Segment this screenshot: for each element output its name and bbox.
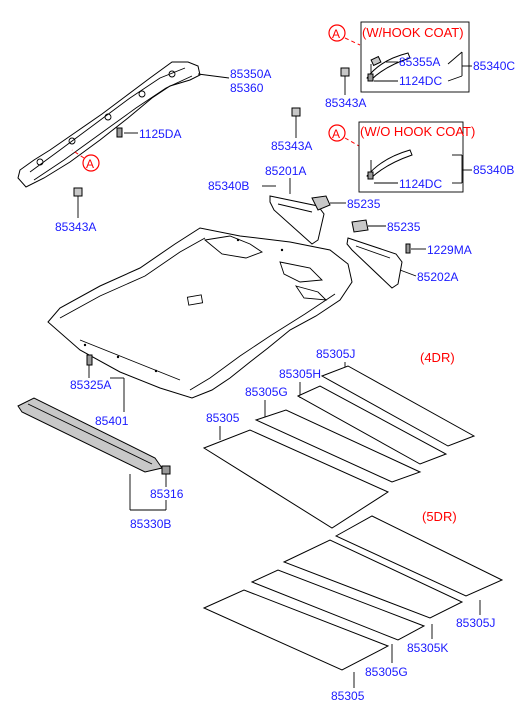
part-85235-bottom: 85235 xyxy=(387,220,421,234)
pad-85305j-4dr-icon xyxy=(320,365,476,447)
variant-4dr-label: (4DR) xyxy=(420,350,455,365)
hook-coat-callout: A (W/HOOK COAT) 85355A 1124DC 85340C xyxy=(328,21,515,93)
part-1124dc-bottom: 1124DC xyxy=(399,177,442,191)
callout-a-circle-bracket xyxy=(82,154,100,172)
hook-coat-icon xyxy=(370,55,382,67)
front-trim-icon xyxy=(17,397,163,473)
part-85305g-4dr: 85305G xyxy=(245,385,288,399)
part-85305j-5dr: 85305J xyxy=(456,616,495,630)
clip-icon xyxy=(73,187,83,197)
callout-a-letter: A xyxy=(332,27,340,41)
svg-text:A: A xyxy=(86,157,94,171)
grab-handle-icon xyxy=(366,52,411,81)
callout-a-circle-hook-coat xyxy=(328,24,346,42)
screw-icon xyxy=(116,127,123,138)
front-trim-group: 85325A 85401 85316 85330B xyxy=(17,354,184,531)
clip-icon xyxy=(340,67,350,77)
part-85305g-5dr: 85305G xyxy=(365,665,408,679)
headlining-panel-icon xyxy=(47,227,353,399)
clip-icon xyxy=(291,107,301,117)
part-85360: 85360 xyxy=(230,81,264,95)
part-1125da: 1125DA xyxy=(139,127,181,141)
hook-coat-box xyxy=(360,21,470,93)
screw-icon xyxy=(367,73,374,82)
sunvisor-group: 85201A 85340B 85235 85235 1229MA 85202A xyxy=(208,164,472,289)
part-85401: 85401 xyxy=(95,414,129,428)
part-85340b-right: 85340B xyxy=(473,163,514,177)
part-85343a-left: 85343A xyxy=(55,220,96,234)
pad-85305g-5dr-icon xyxy=(250,569,426,641)
variant-5dr-label: (5DR) xyxy=(422,509,457,524)
pads-5dr-group: (5DR) 85305J 85305K 85305G 85305 xyxy=(202,509,504,703)
part-85340c: 85340C xyxy=(473,59,515,73)
pad-85305h-icon xyxy=(296,385,448,465)
pads-4dr-group: (4DR) 85305J 85305H 85305G 85305 xyxy=(202,347,476,529)
sunvisor-clip-icon xyxy=(351,219,369,233)
pad-85305k-icon xyxy=(282,539,464,619)
pad-85305-4dr-icon xyxy=(202,429,390,529)
no-hook-coat-callout: A (W/O HOOK COAT) 1124DC 85340B xyxy=(328,121,514,193)
grab-handle-icon xyxy=(366,149,413,179)
part-85235-top: 85235 xyxy=(347,197,381,211)
variant-no-hook-coat-label: (W/O HOOK COAT) xyxy=(360,124,475,139)
svg-text:A: A xyxy=(332,127,340,141)
screw-icon xyxy=(367,171,374,180)
sunvisor-clip-icon xyxy=(311,195,331,211)
part-85305-4dr: 85305 xyxy=(206,411,240,425)
part-85343a-top: 85343A xyxy=(325,96,366,110)
part-85316: 85316 xyxy=(150,487,184,501)
part-85325a: 85325A xyxy=(70,378,111,392)
variant-hook-coat-label: (W/HOOK COAT) xyxy=(362,25,464,40)
part-1229ma: 1229MA xyxy=(427,243,472,257)
no-hook-coat-box xyxy=(358,121,464,193)
roof-bracket-icon xyxy=(17,61,201,188)
part-85350a: 85350A xyxy=(230,67,271,81)
part-85305j-4dr: 85305J xyxy=(316,347,355,361)
part-85305k: 85305K xyxy=(407,641,448,655)
pad-85305g-4dr-icon xyxy=(254,409,422,483)
dome-lamp-opening-icon xyxy=(186,294,204,306)
part-85305-5dr: 85305 xyxy=(331,689,365,703)
part-1124dc-top: 1124DC xyxy=(399,74,442,88)
clip-icon xyxy=(86,354,93,366)
part-85330b: 85330B xyxy=(130,517,171,531)
part-85202a: 85202A xyxy=(417,270,458,284)
screw-icon xyxy=(405,243,411,254)
part-85305h: 85305H xyxy=(279,367,321,381)
pad-85305-5dr-icon xyxy=(202,589,390,671)
callout-a-circle-no-hook-coat xyxy=(328,124,346,142)
part-85201a: 85201A xyxy=(265,164,306,178)
headlining-group xyxy=(47,227,353,399)
clip-icon xyxy=(161,465,171,475)
pad-85305j-5dr-icon xyxy=(334,515,504,597)
part-85355a: 85355A xyxy=(399,55,440,69)
roof-bracket-group: 85350A 85360 1125DA A 85343A 85343A 8534… xyxy=(17,61,366,234)
part-85343a-mid: 85343A xyxy=(271,139,312,153)
part-85340b-left: 85340B xyxy=(208,179,249,193)
sunvisor-right-icon xyxy=(346,237,403,289)
